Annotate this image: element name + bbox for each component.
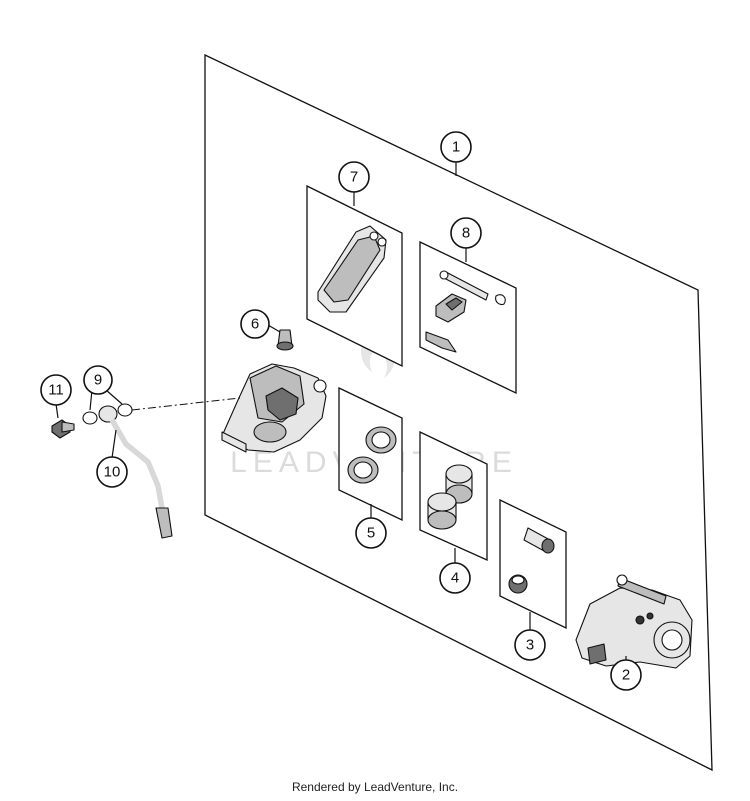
leader-11 [55,403,59,419]
callout-1: 1 [440,131,472,163]
footer-credit: Rendered by LeadVenture, Inc. [291,780,459,794]
callout-9-label: 9 [94,372,102,389]
callout-6-label: 6 [251,316,259,333]
callout-11-label: 11 [48,382,64,399]
callout-9: 9 [83,365,113,395]
callout-10: 10 [96,456,128,488]
callout-11: 11 [40,374,72,406]
callout-7: 7 [338,161,370,193]
banjo-bolt-part [51,419,75,439]
callout-2-label: 2 [622,667,630,684]
callout-2: 2 [610,659,642,691]
leader-6 [267,324,281,333]
bleeder-part [508,527,555,594]
callout-5-label: 5 [367,525,375,542]
callout-1-label: 1 [452,139,460,156]
seals-panel [338,386,403,522]
pin-kit-part [425,270,506,353]
callout-4-label: 4 [451,570,459,587]
bleeder-screw-part [276,329,294,351]
piston-part [427,464,473,530]
leader-9b [105,389,123,405]
caliper-carrier-part [575,574,693,669]
brake-pad-part [317,225,387,313]
leader-10 [111,429,117,459]
callout-3: 3 [514,629,546,661]
callout-5: 5 [355,517,387,549]
callout-7-label: 7 [350,169,358,186]
callout-8: 8 [450,217,482,249]
caliper-assembly-part [221,363,327,453]
alignment-line [131,397,241,411]
callout-4: 4 [439,562,471,594]
pins-panel [419,240,517,395]
brake-hose-part [98,405,173,539]
bleeder-panel [499,498,567,630]
callout-10-label: 10 [104,464,121,481]
washer-part [82,403,133,425]
callout-3-label: 3 [526,637,534,654]
callout-6: 6 [240,309,270,339]
seal-part [347,426,397,484]
callout-8-label: 8 [462,225,470,242]
